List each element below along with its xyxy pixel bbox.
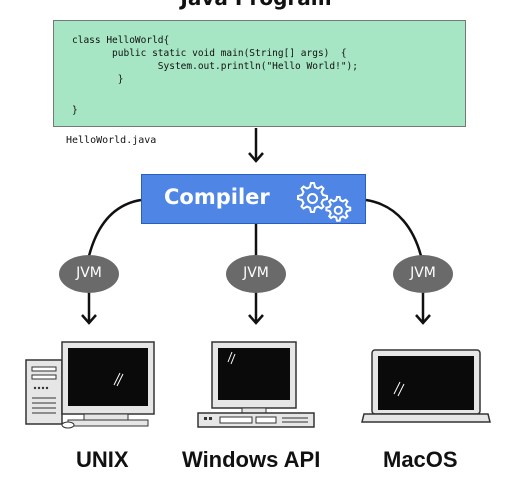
arrow-jvm-to-unix <box>81 291 97 325</box>
arrow-jvm-to-macos <box>415 291 431 325</box>
connector-to-jvm-right <box>365 198 424 261</box>
compiler-box: Compiler <box>141 174 366 224</box>
compiler-label: Compiler <box>164 185 270 209</box>
code-line: class HelloWorld{ <box>72 35 170 46</box>
code-box: class HelloWorld{ public static void mai… <box>53 20 466 127</box>
platform-label-macos: MacOS <box>383 447 458 472</box>
jvm-label: JVM <box>243 265 269 281</box>
platform-label-windows: Windows API <box>182 447 321 472</box>
desktop-computer-icon <box>197 341 315 428</box>
platform-label-unix: UNIX <box>76 447 129 472</box>
laptop-icon <box>361 349 491 423</box>
jvm-node: JVM <box>59 255 119 293</box>
desktop-tower-computer-icon <box>25 341 155 429</box>
jvm-node: JVM <box>393 255 453 293</box>
connector-to-jvm-left <box>86 198 142 261</box>
jvm-node: JVM <box>226 255 286 293</box>
code-line: System.out.println("Hello World!"); <box>72 61 358 72</box>
source-filename: HelloWorld.java <box>66 135 157 146</box>
code-line: } <box>72 74 124 85</box>
jvm-label: JVM <box>410 265 436 281</box>
arrow-jvm-to-windows <box>248 291 264 325</box>
diagram-title: Java Program <box>0 0 512 8</box>
gears-icon <box>297 182 352 222</box>
code-line: } <box>72 105 78 116</box>
jvm-label: JVM <box>76 265 102 281</box>
arrow-code-to-compiler <box>248 128 264 163</box>
code-line: public static void main(String[] args) { <box>72 48 347 59</box>
